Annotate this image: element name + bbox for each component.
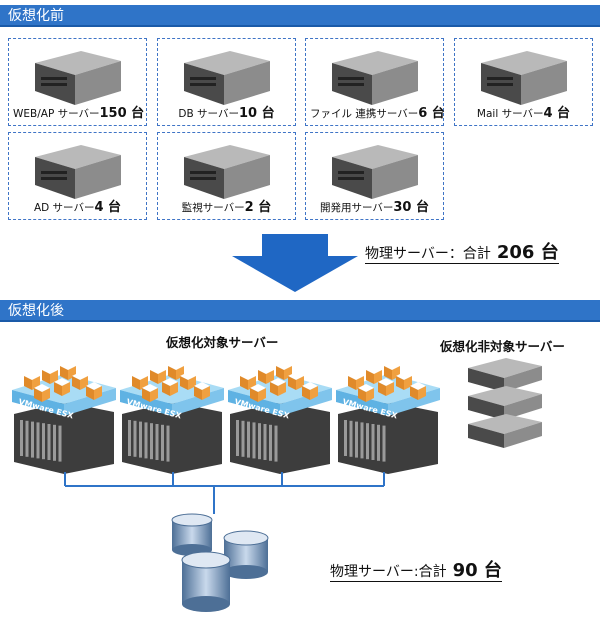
vm-cube-icon xyxy=(194,382,210,400)
vm-cube-icon xyxy=(168,362,184,380)
server-box-ad: AD サーバー4 台 xyxy=(8,132,147,220)
server-name: AD サーバー xyxy=(33,202,95,214)
before-total-value: 206 台 xyxy=(496,242,559,263)
after-header: 仮想化後 xyxy=(0,300,600,322)
vm-cube-icon xyxy=(180,372,196,390)
server-count: 4 台 xyxy=(94,200,122,215)
server-count: 30 台 xyxy=(393,200,430,215)
server-icon xyxy=(34,51,121,105)
vm-cube-icon xyxy=(34,384,50,402)
server-count: 6 台 xyxy=(418,106,445,121)
server-name: 開発用サーバー xyxy=(319,202,394,214)
vm-cube-icon xyxy=(276,362,292,380)
vm-cube-icon xyxy=(302,382,318,400)
target-group-title: 仮想化対象サーバー xyxy=(166,335,279,350)
vm-cube-icon xyxy=(288,372,304,390)
server-box-monitor: 監視サーバー2 台 xyxy=(157,132,296,220)
server-box-label: WEB/AP サーバー150 台 xyxy=(13,102,145,121)
esx-host: VMware ESX xyxy=(226,354,336,480)
vm-cube-icon xyxy=(258,366,274,384)
esx-host-icon: VMware ESX xyxy=(120,362,224,474)
server-box-label: Mail サーバー4 台 xyxy=(459,102,588,121)
esx-host-icon: VMware ESX xyxy=(228,362,332,474)
server-name: ファイル 連携サーバー xyxy=(310,108,419,120)
server-icon xyxy=(331,145,418,199)
before-header-label: 仮想化前 xyxy=(8,8,64,24)
vm-cube-icon xyxy=(270,378,286,396)
vm-cube-icon xyxy=(410,382,426,400)
server-box-mail: Mail サーバー4 台 xyxy=(454,38,593,126)
vm-cube-icon xyxy=(378,378,394,396)
server-count: 150 台 xyxy=(99,106,145,121)
server-icon xyxy=(183,145,270,199)
server-box-db: DB サーバー10 台 xyxy=(157,38,296,126)
vm-cube-icon xyxy=(366,366,382,384)
before-header: 仮想化前 xyxy=(0,5,600,27)
storage-disk-icon xyxy=(171,513,269,612)
server-box-label: 監視サーバー2 台 xyxy=(162,196,291,215)
after-total: 物理サーバー:合計 90 台 xyxy=(330,562,502,582)
esx-host: VMware ESX xyxy=(10,354,120,480)
server-box-file: ファイル 連携サーバー6 台 xyxy=(305,38,445,126)
esx-host: VMware ESX xyxy=(334,354,444,480)
server-icon xyxy=(331,51,418,105)
vm-cube-icon xyxy=(42,366,58,384)
server-icon xyxy=(34,145,121,199)
vm-cube-icon xyxy=(60,362,76,380)
server-box-label: ファイル 連携サーバー6 台 xyxy=(310,102,445,121)
before-total-label: 物理サーバー：合計 xyxy=(365,246,491,262)
server-name: 監視サーバー xyxy=(181,202,245,214)
esx-host: VMware ESX xyxy=(118,354,228,480)
vm-cube-icon xyxy=(250,384,266,402)
vm-cube-icon xyxy=(72,372,88,390)
vm-cube-icon xyxy=(86,382,102,400)
server-box-label: 開発用サーバー30 台 xyxy=(310,196,439,215)
server-name: WEB/AP サーバー xyxy=(13,108,100,120)
server-icon xyxy=(183,51,270,105)
vm-cube-icon xyxy=(54,378,70,396)
vm-cube-icon xyxy=(358,384,374,402)
before-total: 物理サーバー：合計 206 台 xyxy=(365,244,559,264)
server-icon xyxy=(480,51,567,105)
server-box-label: AD サーバー4 台 xyxy=(13,196,142,215)
server-box-web-ap: WEB/AP サーバー150 台 xyxy=(8,38,147,126)
down-arrow-icon xyxy=(232,234,358,292)
vm-cube-icon xyxy=(142,384,158,402)
after-total-value: 90 台 xyxy=(452,560,502,581)
non-target-server-stack-icon xyxy=(468,358,542,448)
non-target-group-title: 仮想化非対象サーバー xyxy=(440,339,565,354)
after-header-label: 仮想化後 xyxy=(8,303,64,319)
server-name: DB サーバー xyxy=(178,108,239,120)
esx-host-icon: VMware ESX xyxy=(12,362,116,474)
server-count: 2 台 xyxy=(244,200,272,215)
vm-cube-icon xyxy=(24,372,40,390)
server-name: Mail サーバー xyxy=(476,108,544,120)
server-count: 10 台 xyxy=(238,106,275,121)
after-total-label: 物理サーバー:合計 xyxy=(330,564,447,580)
vm-cube-icon xyxy=(150,366,166,384)
server-count: 4 台 xyxy=(543,106,571,121)
server-box-dev: 開発用サーバー30 台 xyxy=(305,132,444,220)
vm-cube-icon xyxy=(162,378,178,396)
server-box-label: DB サーバー10 台 xyxy=(162,102,291,121)
esx-host-icon: VMware ESX xyxy=(336,362,440,474)
